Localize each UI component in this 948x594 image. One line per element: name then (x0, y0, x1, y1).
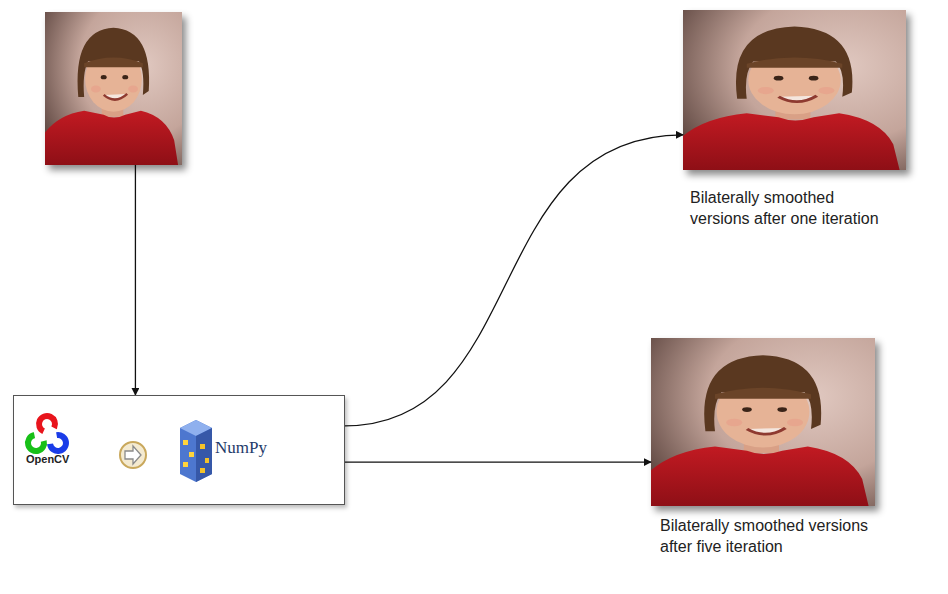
library-box: OpenCV NumPy (13, 395, 345, 505)
output-photo-frame: Bilaterally smoothed versions after one … (683, 10, 906, 170)
input-photo-frame (45, 12, 182, 165)
library-name: NumPy (215, 437, 295, 459)
input-photo (45, 12, 182, 165)
opencv-logo (26, 413, 67, 452)
arrow-icon (120, 442, 146, 468)
smoothed-photo (683, 10, 906, 170)
numpy-logo (180, 420, 212, 482)
output-photo-frame: Bilaterally smoothed versions after five… (651, 338, 875, 506)
smoothed-photo (651, 338, 875, 506)
photo-caption: Bilaterally smoothed versions after one … (690, 188, 890, 230)
arrow-connector (345, 461, 651, 462)
library-name: OpenCV (26, 452, 86, 466)
photo-caption: Bilaterally smoothed versions after five… (660, 516, 880, 558)
arrow-connector (345, 135, 683, 426)
arrow-connector (135, 165, 136, 395)
